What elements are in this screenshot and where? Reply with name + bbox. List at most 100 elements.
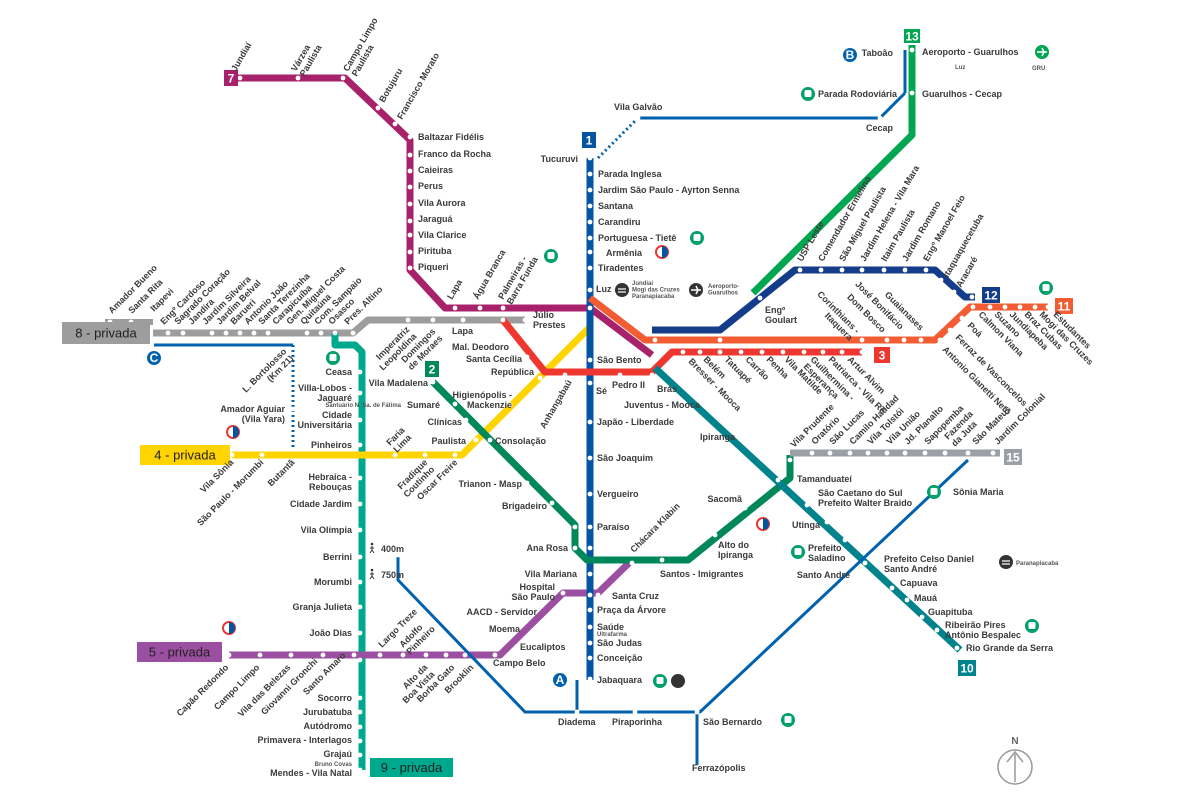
- station-dot[interactable]: [938, 277, 944, 283]
- station-dot[interactable]: [801, 349, 807, 355]
- station-dot[interactable]: [775, 477, 781, 483]
- station-dot[interactable]: [407, 201, 413, 207]
- station-dot[interactable]: [635, 115, 641, 121]
- station-dot[interactable]: [357, 709, 363, 715]
- station-dot[interactable]: [904, 597, 910, 603]
- station-dot[interactable]: [617, 372, 623, 378]
- station-dot[interactable]: [351, 652, 357, 658]
- station-dot[interactable]: [942, 450, 948, 456]
- station-dot[interactable]: [859, 349, 865, 355]
- station-dot[interactable]: [251, 330, 257, 336]
- station-dot[interactable]: [423, 652, 429, 658]
- station-dot[interactable]: [340, 75, 346, 81]
- station-dot[interactable]: [407, 152, 413, 158]
- station-dot[interactable]: [460, 317, 466, 323]
- station-dot[interactable]: [587, 357, 593, 363]
- station-dot[interactable]: [357, 527, 363, 533]
- station-dot[interactable]: [859, 267, 865, 273]
- station-dot[interactable]: [809, 450, 815, 456]
- station-dot[interactable]: [587, 380, 593, 386]
- station-dot[interactable]: [357, 442, 363, 448]
- station-dot[interactable]: [587, 491, 593, 497]
- station-dot[interactable]: [226, 652, 232, 658]
- station-dot[interactable]: [562, 372, 568, 378]
- station-dot[interactable]: [1002, 304, 1008, 310]
- station-dot[interactable]: [1032, 304, 1038, 310]
- station-dot[interactable]: [649, 372, 655, 378]
- station-dot[interactable]: [918, 337, 924, 343]
- station-dot[interactable]: [223, 330, 229, 336]
- station-dot[interactable]: [524, 354, 530, 360]
- station-dot[interactable]: [357, 417, 363, 423]
- station-dot[interactable]: [587, 607, 593, 613]
- station-dot[interactable]: [680, 349, 686, 355]
- station-dot[interactable]: [452, 305, 458, 311]
- station-dot[interactable]: [400, 652, 406, 658]
- station-dot[interactable]: [717, 349, 723, 355]
- station-dot[interactable]: [357, 390, 363, 396]
- station-dot[interactable]: [587, 524, 593, 530]
- station-dot[interactable]: [522, 317, 528, 323]
- station-dot[interactable]: [527, 612, 533, 618]
- station-dot[interactable]: [332, 330, 338, 336]
- station-dot[interactable]: [1045, 304, 1051, 310]
- station-dot[interactable]: [407, 218, 413, 224]
- station-dot[interactable]: [587, 155, 593, 161]
- station-dot[interactable]: [787, 457, 793, 463]
- station-dot[interactable]: [357, 579, 363, 585]
- station-dot[interactable]: [951, 289, 957, 295]
- station-dot[interactable]: [738, 349, 744, 355]
- station-dot[interactable]: [842, 537, 848, 543]
- station-dot[interactable]: [954, 645, 960, 651]
- station-dot[interactable]: [357, 695, 363, 701]
- station-dot[interactable]: [587, 455, 593, 461]
- station-dot[interactable]: [587, 545, 593, 551]
- station-dot[interactable]: [405, 317, 411, 323]
- station-dot[interactable]: [919, 614, 925, 620]
- station-dot[interactable]: [587, 235, 593, 241]
- station-dot[interactable]: [463, 417, 469, 423]
- station-dot[interactable]: [392, 452, 398, 458]
- station-dot[interactable]: [318, 330, 324, 336]
- station-dot[interactable]: [492, 652, 498, 658]
- station-dot[interactable]: [473, 437, 479, 443]
- station-dot[interactable]: [357, 501, 363, 507]
- station-dot[interactable]: [990, 450, 996, 456]
- station-dot[interactable]: [357, 604, 363, 610]
- station-dot[interactable]: [827, 450, 833, 456]
- station-dot[interactable]: [587, 171, 593, 177]
- station-dot[interactable]: [587, 571, 593, 577]
- station-dot[interactable]: [652, 337, 658, 343]
- station-dot[interactable]: [659, 557, 665, 563]
- station-dot[interactable]: [712, 532, 718, 538]
- station-dot[interactable]: [507, 402, 513, 408]
- station-dot[interactable]: [739, 434, 745, 440]
- station-dot[interactable]: [595, 592, 601, 598]
- station-dot[interactable]: [820, 349, 826, 355]
- station-dot[interactable]: [443, 652, 449, 658]
- station-dot[interactable]: [537, 375, 543, 381]
- station-dot[interactable]: [587, 219, 593, 225]
- station-dot[interactable]: [717, 337, 723, 343]
- station-dot[interactable]: [937, 337, 943, 343]
- station-dot[interactable]: [694, 764, 700, 770]
- station-dot[interactable]: [500, 317, 506, 323]
- station-dot[interactable]: [587, 592, 593, 598]
- station-dot[interactable]: [265, 330, 271, 336]
- station-dot[interactable]: [357, 752, 363, 758]
- station-dot[interactable]: [587, 655, 593, 661]
- station-dot[interactable]: [572, 524, 578, 530]
- station-dot[interactable]: [477, 305, 483, 311]
- station-dot[interactable]: [923, 267, 929, 273]
- station-dot[interactable]: [757, 295, 763, 301]
- station-dot[interactable]: [357, 630, 363, 636]
- station-dot[interactable]: [452, 401, 458, 407]
- station-dot[interactable]: [395, 552, 401, 558]
- station-dot[interactable]: [357, 475, 363, 481]
- station-dot[interactable]: [839, 267, 845, 273]
- station-dot[interactable]: [969, 294, 975, 300]
- station-dot[interactable]: [702, 402, 708, 408]
- station-dot[interactable]: [839, 349, 845, 355]
- station-dot[interactable]: [884, 337, 890, 343]
- station-dot[interactable]: [934, 627, 940, 633]
